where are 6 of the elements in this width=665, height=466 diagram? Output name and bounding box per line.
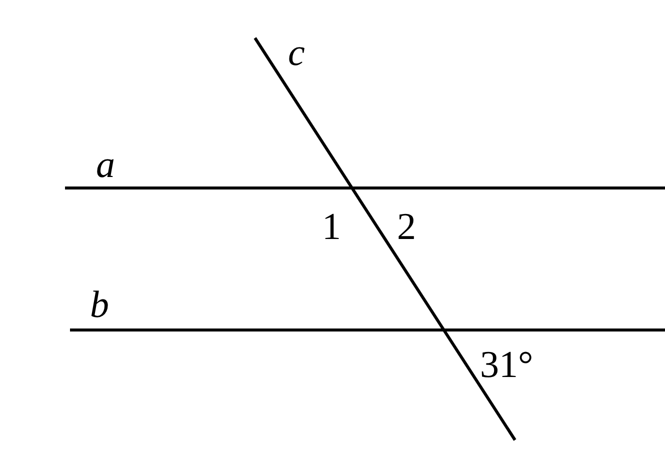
- line-label: a: [96, 146, 115, 184]
- line-label: b: [90, 286, 109, 324]
- angle-label: 31°: [480, 346, 534, 384]
- angle-label: 1: [322, 208, 341, 246]
- angle-label: 2: [397, 208, 416, 246]
- line-label: c: [288, 34, 305, 72]
